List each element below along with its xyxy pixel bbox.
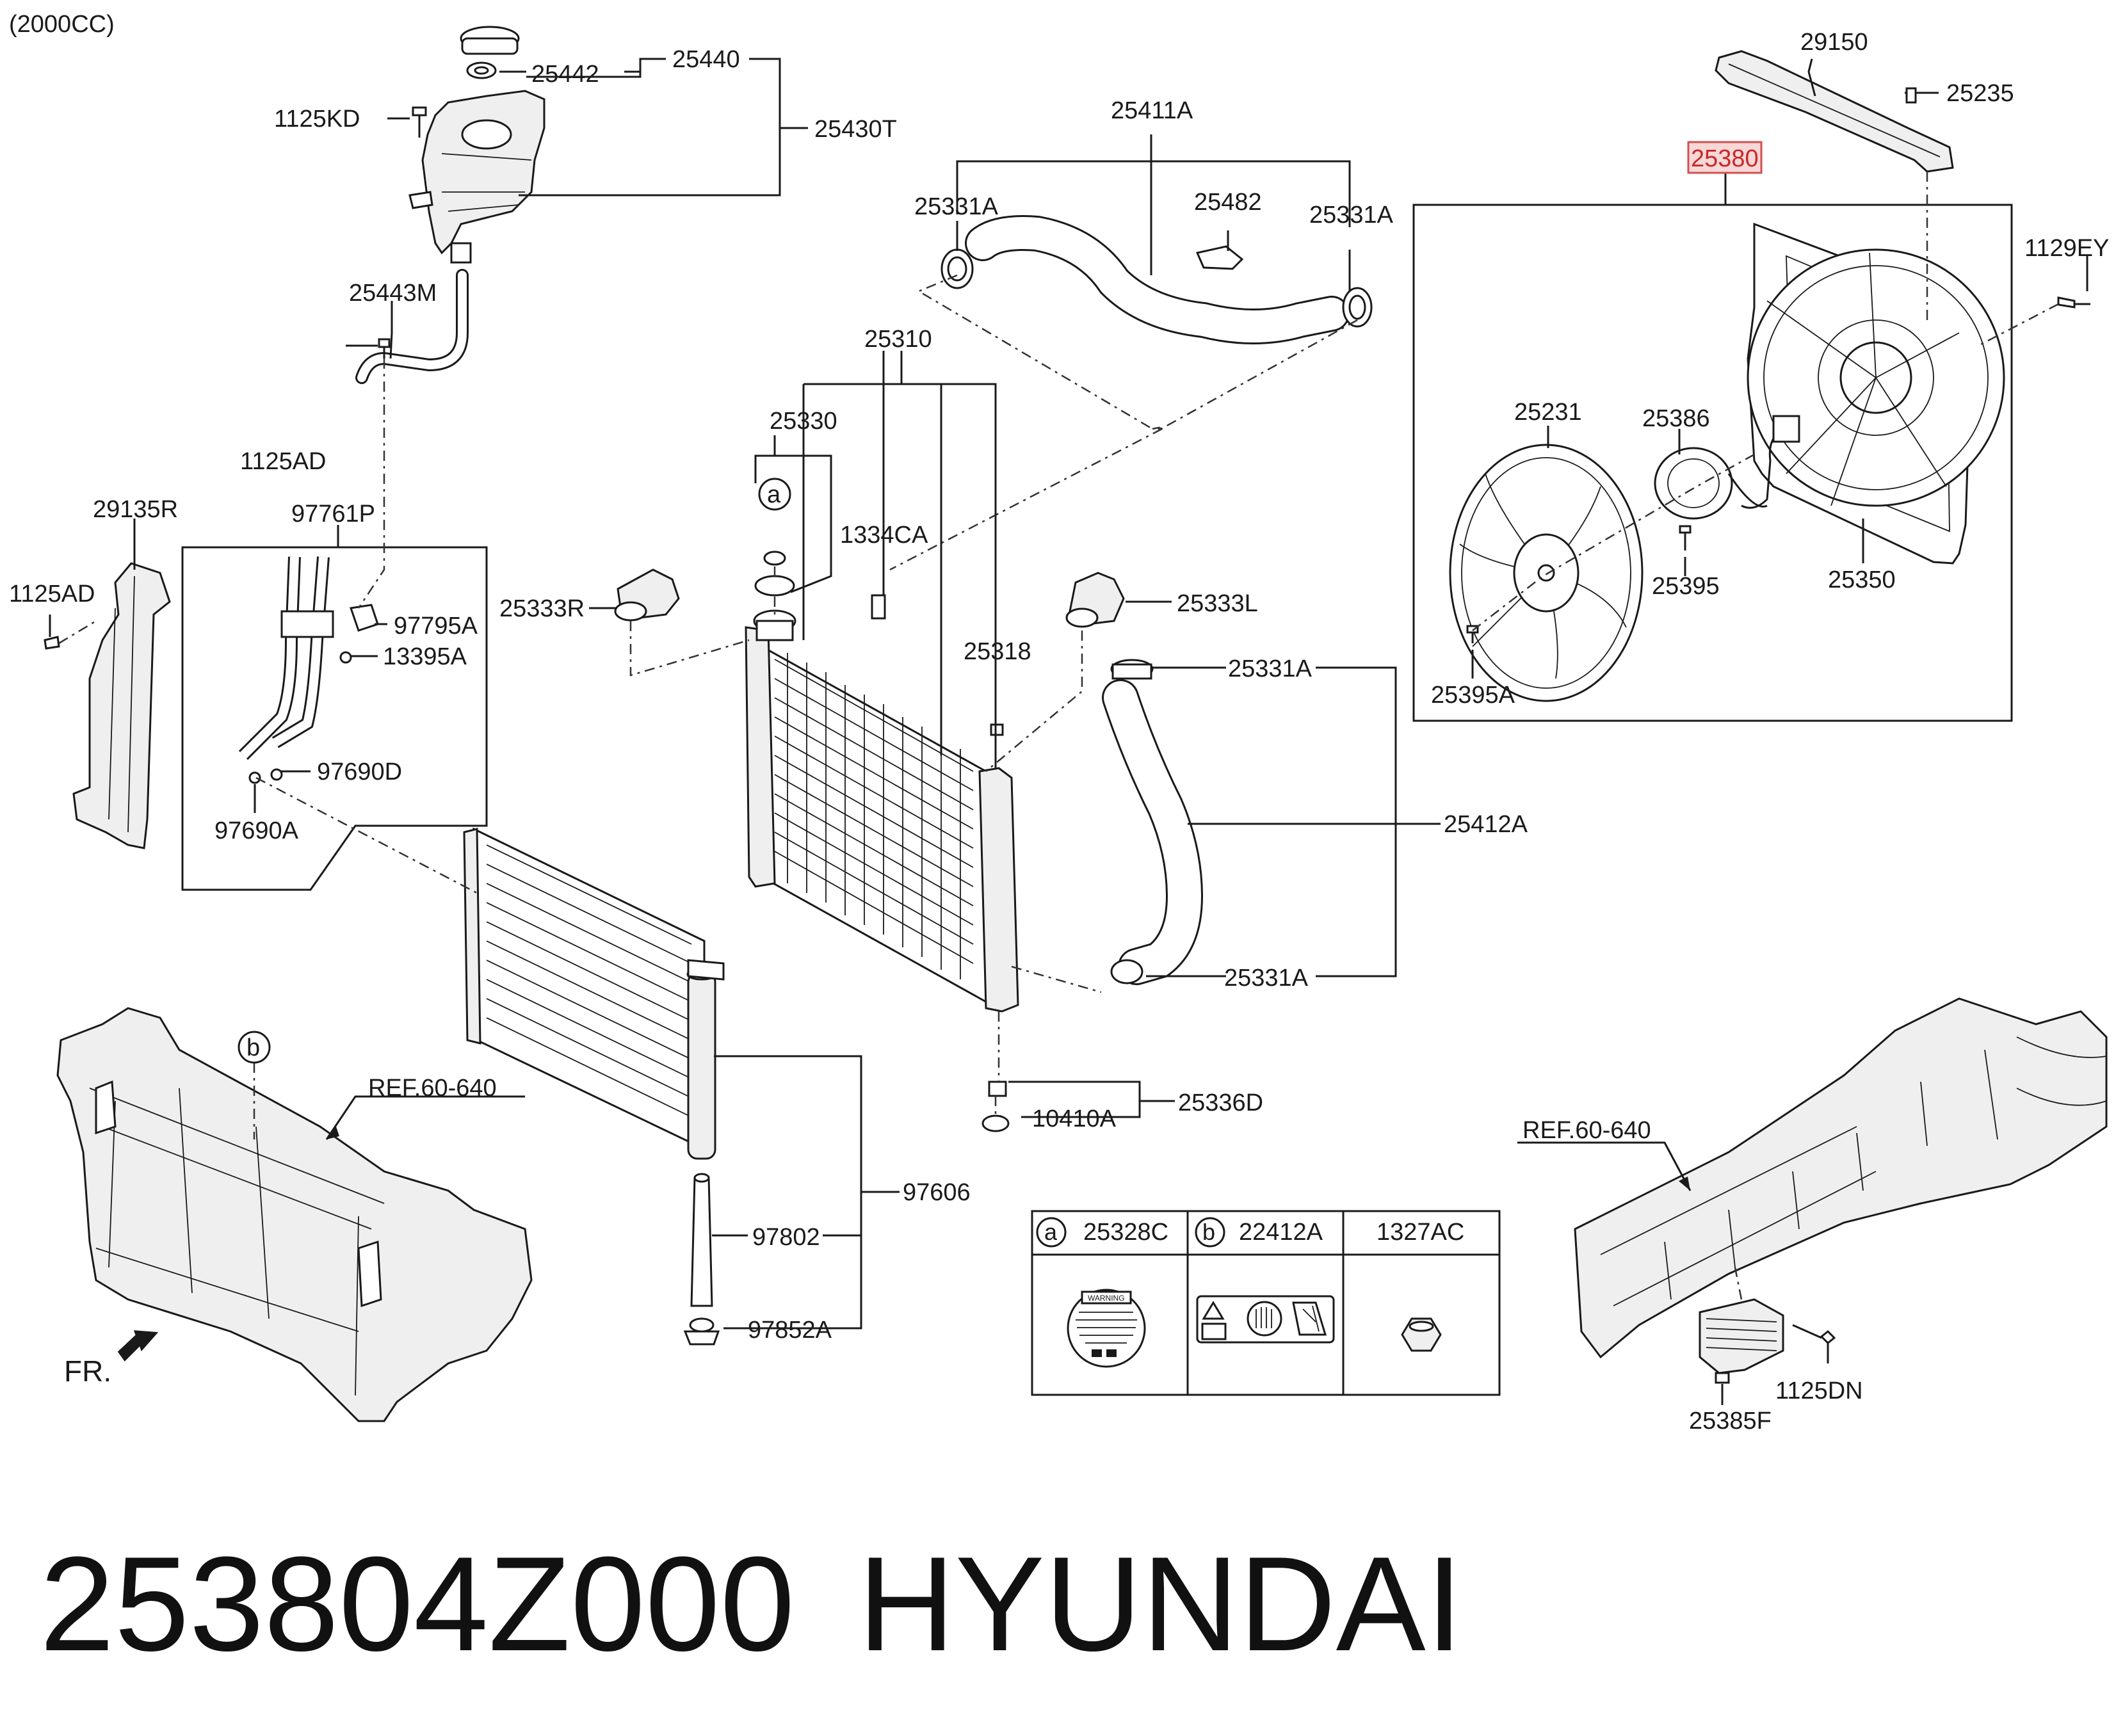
label-25443M: 25443M	[349, 280, 437, 307]
label-25395: 25395	[1652, 573, 1720, 600]
engine-note: (2000CC)	[9, 11, 115, 38]
label-25395A: 25395A	[1431, 682, 1515, 709]
label-1125AD-left: 1125AD	[9, 581, 95, 607]
label-25336D: 25336D	[1178, 1089, 1263, 1116]
label-10410A: 10410A	[1032, 1105, 1117, 1132]
label-25411A: 25411A	[1111, 97, 1193, 124]
footer-brand: HYUNDAI	[858, 1529, 1463, 1679]
front-marker: FR.	[64, 1354, 111, 1388]
callout-b-label: b	[246, 1034, 260, 1061]
label-1129EY: 1129EY	[2024, 235, 2109, 262]
frame-rail-illustration	[1517, 997, 2108, 1405]
label-25440: 25440	[672, 46, 740, 73]
cap-warning-text: WARNING	[1088, 1294, 1125, 1303]
label-25482: 25482	[1194, 189, 1262, 216]
label-29135R: 29135R	[93, 496, 178, 523]
legend-part-22412A: 22412A	[1239, 1219, 1323, 1246]
highlight-25380	[1687, 141, 1763, 174]
fan-assembly-box	[1412, 204, 2013, 722]
fan-assembly-illustration	[1412, 50, 2090, 722]
label-97606: 97606	[903, 1179, 971, 1206]
label-25412A: 25412A	[1444, 811, 1528, 838]
label-97795A: 97795A	[394, 613, 478, 639]
label-25331A-upper-right: 25331A	[1309, 202, 1394, 229]
label-25333R: 25333R	[499, 595, 585, 622]
label-97761P: 97761P	[291, 501, 375, 527]
callout-a-label: a	[767, 481, 781, 508]
label-97852A: 97852A	[748, 1317, 832, 1344]
label-97690D: 97690D	[317, 759, 402, 785]
legend-marker-a: a	[1044, 1219, 1058, 1245]
radiator-illustration	[589, 351, 1175, 1132]
label-29150: 29150	[1800, 29, 1868, 56]
label-25331A-upper-left: 25331A	[914, 193, 999, 220]
legend-part-1327AC: 1327AC	[1377, 1219, 1464, 1246]
label-25380-highlighted[interactable]: 25380	[1691, 145, 1759, 172]
front-carrier-illustration	[56, 1007, 533, 1422]
label-25231: 25231	[1514, 399, 1582, 426]
label-25333L: 25333L	[1177, 590, 1258, 617]
upper-hose-illustration	[889, 134, 1373, 571]
label-1125DN: 1125DN	[1775, 1378, 1863, 1404]
label-25331A-low: 25331A	[1224, 965, 1309, 992]
label-1334CA: 1334CA	[840, 522, 928, 549]
legend-part-25328C: 25328C	[1083, 1219, 1168, 1246]
label-25318: 25318	[964, 638, 1031, 665]
label-13395A: 13395A	[383, 643, 467, 670]
label-25430T: 25430T	[814, 116, 897, 143]
label-25385F: 25385F	[1689, 1408, 1772, 1435]
condenser-illustration	[255, 776, 900, 1346]
label-25235: 25235	[1946, 80, 2014, 107]
ac-line-illustration	[181, 338, 488, 891]
callout-a-circle	[758, 478, 791, 511]
callout-b-circle	[238, 1031, 271, 1064]
ac-line-box	[181, 546, 488, 891]
label-1125AD-top: 1125AD	[240, 448, 327, 475]
label-ref-60-640-right: REF.60-640	[1522, 1117, 1651, 1144]
label-97802: 97802	[752, 1224, 820, 1251]
lower-hose-illustration	[1102, 659, 1441, 985]
label-1125KD: 1125KD	[274, 106, 360, 133]
legend-table	[1031, 1210, 1501, 1396]
label-25310: 25310	[864, 326, 932, 353]
label-25386: 25386	[1642, 405, 1710, 432]
label-25330: 25330	[770, 408, 837, 435]
label-97690A: 97690A	[214, 817, 299, 844]
side-bracket-illustration	[44, 518, 171, 849]
footer-part-number: 253804Z000	[40, 1529, 795, 1679]
legend-marker-b: b	[1202, 1219, 1215, 1245]
label-25442: 25442	[531, 61, 599, 88]
label-25350: 25350	[1828, 567, 1896, 593]
label-25331A-mid: 25331A	[1228, 655, 1312, 682]
reservoir-tank-illustration	[355, 26, 808, 384]
label-ref-60-640-left: REF.60-640	[368, 1075, 497, 1102]
